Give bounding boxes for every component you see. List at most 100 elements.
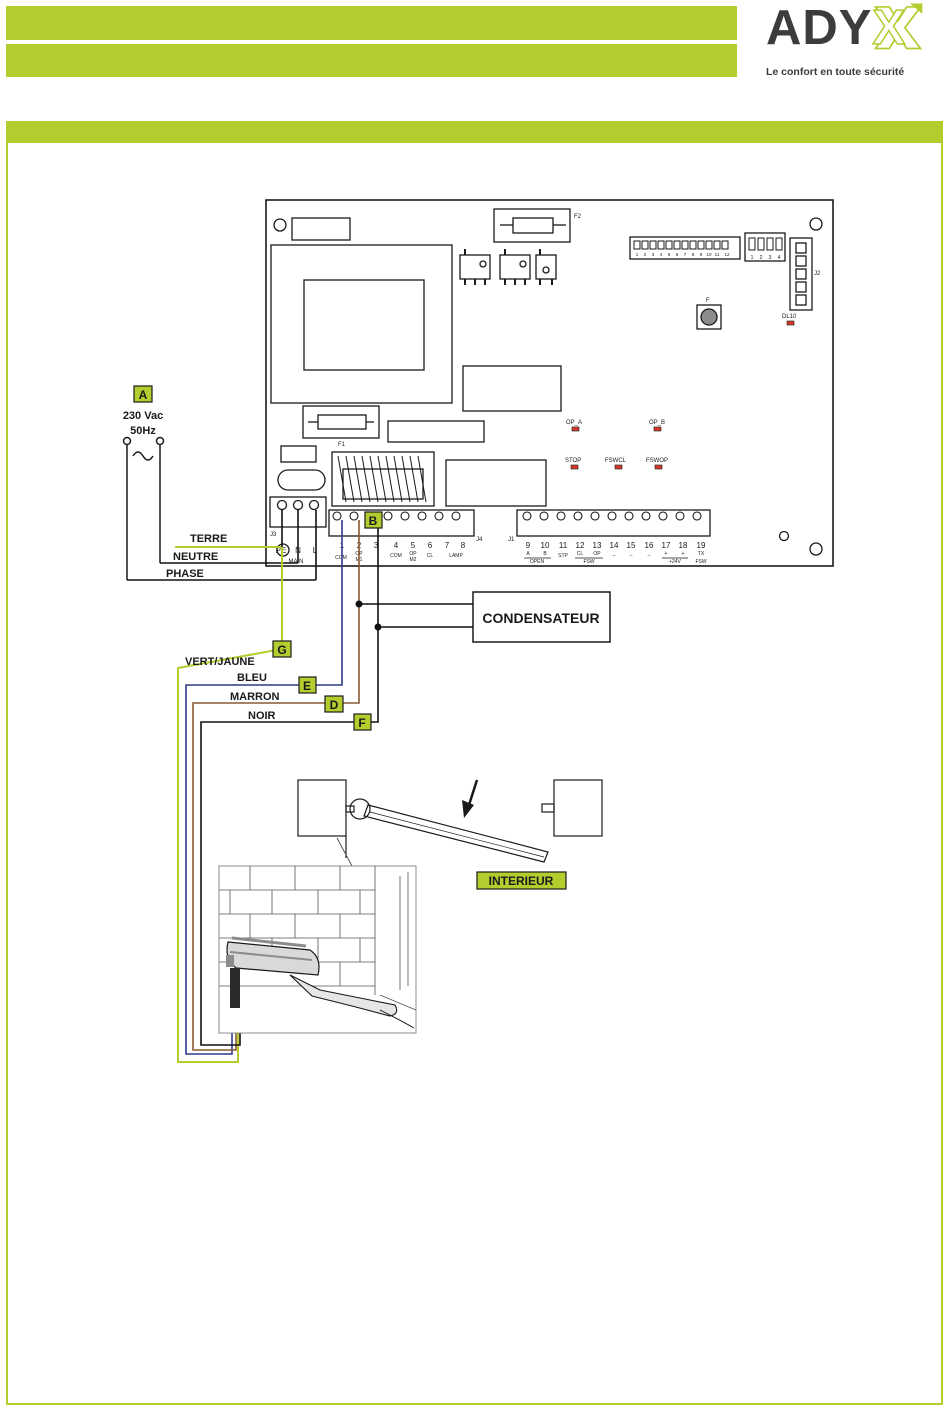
condensateur-box: CONDENSATEUR — [472, 591, 611, 643]
svg-text:CL: CL — [427, 553, 434, 559]
condensateur-label: CONDENSATEUR — [482, 610, 599, 626]
svg-text:A: A — [526, 551, 530, 557]
wire-junctions — [355, 600, 382, 631]
terre-label: TERRE — [190, 533, 227, 545]
tag-e: E — [298, 676, 317, 694]
svg-text:G: G — [277, 643, 286, 657]
svg-text:INTERIEUR: INTERIEUR — [489, 874, 554, 888]
svg-text:9: 9 — [700, 252, 703, 257]
diagram-panel — [6, 143, 943, 1405]
svg-text:7: 7 — [684, 252, 687, 257]
j1-label: J1 — [508, 537, 515, 543]
svg-text:6: 6 — [676, 252, 679, 257]
svg-text:OP: OP — [593, 551, 601, 557]
svg-text:3: 3 — [769, 255, 772, 261]
j1-terminal-captions: A B OPEN STP CL OP FSW – – – + + +24V TX… — [526, 551, 707, 565]
svg-text:STP: STP — [558, 553, 568, 559]
svg-text:–: – — [613, 553, 616, 559]
section-header-bar — [6, 121, 943, 143]
svg-text:D: D — [330, 698, 339, 712]
supply-frequency: 50Hz — [130, 425, 156, 437]
push-arrow-head — [462, 800, 474, 818]
svg-text:A: A — [139, 388, 148, 402]
status-leds — [570, 320, 795, 470]
svg-text:MAIN: MAIN — [289, 559, 304, 565]
brand-tagline: Le confort en toute sécurité — [766, 66, 905, 78]
bleu-label: BLEU — [237, 672, 267, 684]
dl10-label: DL10 — [782, 314, 797, 320]
svg-text:TX: TX — [698, 551, 705, 557]
svg-text:1: 1 — [751, 255, 754, 261]
j4-label: J4 — [476, 537, 483, 543]
svg-text:M2: M2 — [410, 557, 417, 563]
led-op-a-label: OP_A — [566, 420, 582, 426]
svg-text:COM: COM — [335, 555, 347, 561]
svg-text:16: 16 — [645, 541, 654, 550]
svg-text:2: 2 — [760, 255, 763, 261]
svg-text:F: F — [358, 716, 365, 730]
svg-text:10: 10 — [541, 541, 550, 550]
supply-voltage: 230 Vac — [123, 410, 163, 422]
brand-name-last-letter: X — [872, 1, 907, 55]
svg-text:10: 10 — [706, 252, 712, 257]
interieur-tag: INTERIEUR — [476, 871, 567, 890]
svg-text:COM: COM — [390, 553, 402, 559]
control-board — [265, 199, 834, 567]
gate-top-view — [297, 779, 603, 863]
led-fswop-label: FSWOP — [646, 458, 668, 464]
header-bar-bottom — [6, 44, 737, 77]
j2-label: J2 — [814, 271, 821, 277]
svg-text:6: 6 — [428, 541, 433, 550]
tag-f: F — [353, 713, 372, 731]
fuse2-label: F2 — [574, 214, 582, 220]
j3-label: J3 — [270, 532, 277, 538]
phase-label: PHASE — [166, 568, 204, 580]
neutre-label: NEUTRE — [173, 551, 218, 563]
svg-text:4: 4 — [394, 541, 399, 550]
svg-text:1: 1 — [636, 252, 639, 257]
j4-terminal-captions: COM OP M1 COM OP M2 CL LAMP — [335, 551, 463, 563]
svg-text:12: 12 — [576, 541, 585, 550]
svg-text:B: B — [543, 551, 547, 557]
led-op-b-label: OP_B — [649, 420, 665, 426]
svg-text:2: 2 — [644, 252, 647, 257]
svg-text:FSW: FSW — [583, 559, 594, 565]
button-label: F — [706, 298, 710, 304]
tag-b: B — [364, 511, 383, 529]
svg-text:OP: OP — [409, 551, 417, 557]
adyx-logo: ADYX Le confort en toute sécurité — [764, 2, 944, 82]
vert-jaune-label: VERT/JAUNE — [185, 656, 255, 668]
svg-text:4: 4 — [778, 255, 781, 261]
noir-label: NOIR — [248, 710, 276, 722]
brand-name: ADYX — [766, 1, 907, 55]
tag-g: G — [272, 640, 292, 658]
svg-text:FSW: FSW — [695, 559, 706, 565]
svg-text:B: B — [369, 514, 378, 528]
svg-text:18: 18 — [679, 541, 688, 550]
svg-text:5: 5 — [668, 252, 671, 257]
tag-d: D — [324, 695, 344, 713]
svg-text:7: 7 — [445, 541, 450, 550]
svg-text:17: 17 — [662, 541, 671, 550]
svg-text:19: 19 — [697, 541, 706, 550]
svg-text:+24V: +24V — [669, 559, 681, 565]
svg-text:LAMP: LAMP — [449, 553, 463, 559]
svg-text:15: 15 — [627, 541, 636, 550]
svg-text:8: 8 — [692, 252, 695, 257]
led-stop-label: STOP — [565, 458, 581, 464]
wire-labels: TERRE NEUTRE PHASE VERT/JAUNE BLEU MARRO… — [166, 533, 280, 722]
svg-text:E: E — [303, 679, 311, 693]
supply-wires — [127, 510, 317, 581]
logo-x-mark — [873, 3, 923, 50]
svg-text:4: 4 — [660, 252, 663, 257]
motor-illustration — [218, 837, 417, 1034]
marron-label: MARRON — [230, 691, 280, 703]
led-fswcl-label: FSWCL — [605, 458, 627, 464]
svg-text:–: – — [648, 553, 651, 559]
svg-text:+: + — [665, 551, 668, 557]
tag-a: A — [133, 385, 153, 403]
svg-text:9: 9 — [526, 541, 531, 550]
